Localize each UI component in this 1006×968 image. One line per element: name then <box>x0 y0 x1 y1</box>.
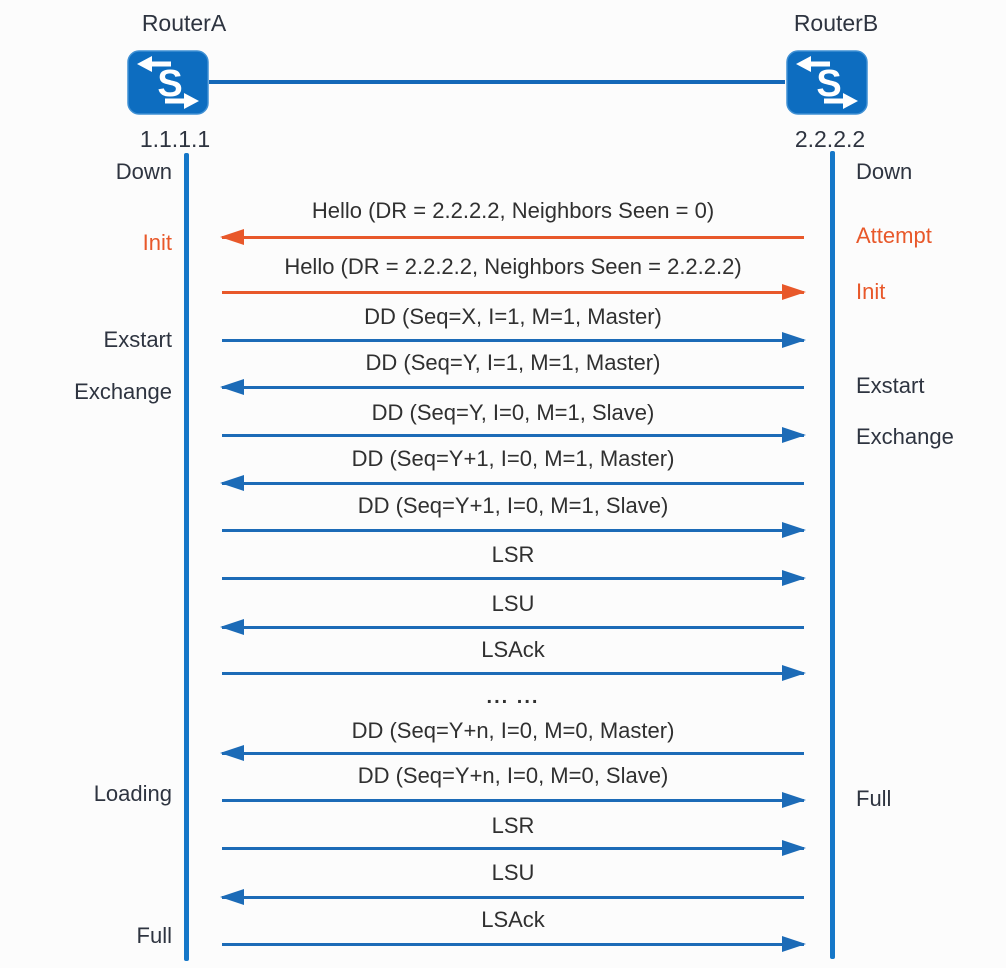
arrow-shaft <box>222 672 804 675</box>
arrow-shaft <box>222 386 804 389</box>
message-label: LSAck <box>481 637 545 662</box>
arrow-shaft <box>222 482 804 485</box>
state-label-left-exstart: Exstart <box>103 327 172 352</box>
state-label-left-down: Down <box>115 159 172 184</box>
svg-text:S: S <box>816 63 841 105</box>
message-label: Hello (DR = 2.2.2.2, Neighbors Seen = 2.… <box>284 254 742 279</box>
message-arrow-right <box>220 839 806 858</box>
message-label: LSU <box>491 860 535 885</box>
message-label: LSU <box>491 591 535 616</box>
router-b-ip: 2.2.2.2 <box>794 126 866 152</box>
arrow-shaft <box>222 626 804 629</box>
state-label-right-attempt: Attempt <box>856 223 932 248</box>
message-arrow-left <box>220 378 806 397</box>
arrow-shaft <box>222 434 804 437</box>
router-b-name: RouterB <box>793 10 879 36</box>
arrow-head <box>782 840 806 856</box>
message-label: DD (Seq=X, I=1, M=1, Master) <box>364 304 662 329</box>
message-label: DD (Seq=Y+1, I=0, M=1, Master) <box>351 446 675 471</box>
message-label: LSAck <box>481 907 545 932</box>
arrow-head <box>220 379 244 395</box>
lifeline-router-b <box>830 151 835 959</box>
arrow-head <box>220 229 244 245</box>
message-label: Hello (DR = 2.2.2.2, Neighbors Seen = 0) <box>311 198 715 223</box>
message-arrow-right <box>220 283 806 302</box>
arrow-head <box>782 427 806 443</box>
lifeline-router-a <box>184 153 189 961</box>
message-label: DD (Seq=Y+1, I=0, M=1, Slave) <box>357 493 669 518</box>
message-arrow-right <box>220 569 806 588</box>
arrow-shaft <box>222 943 804 946</box>
message-arrow-right <box>220 331 806 350</box>
arrow-shaft <box>222 577 804 580</box>
arrow-shaft <box>222 236 804 239</box>
message-arrow-right <box>220 791 806 810</box>
arrow-head <box>782 284 806 300</box>
state-label-right-exchange: Exchange <box>856 424 954 449</box>
state-label-right-full: Full <box>856 786 892 811</box>
message-ellipsis: ... ... <box>486 686 540 708</box>
switch-icon: S <box>786 50 868 115</box>
router-link-line <box>209 80 785 84</box>
message-label: LSR <box>491 813 535 838</box>
message-arrow-left <box>220 474 806 493</box>
state-label-left-loading: Loading <box>93 781 172 806</box>
message-label: DD (Seq=Y, I=0, M=1, Slave) <box>371 400 655 425</box>
message-arrow-right <box>220 935 806 954</box>
router-a-ip: 1.1.1.1 <box>139 126 211 152</box>
router-a-name: RouterA <box>141 10 227 36</box>
arrow-head <box>782 570 806 586</box>
message-label: DD (Seq=Y+n, I=0, M=0, Slave) <box>357 763 669 788</box>
state-label-right-down: Down <box>856 159 913 184</box>
state-label-right-exstart: Exstart <box>856 373 925 398</box>
arrow-shaft <box>222 291 804 294</box>
arrow-head <box>782 332 806 348</box>
switch-icon: S <box>127 50 209 115</box>
arrow-shaft <box>222 896 804 899</box>
state-label-left-exchange: Exchange <box>74 379 172 404</box>
message-arrow-left <box>220 618 806 637</box>
arrow-head <box>782 792 806 808</box>
svg-text:S: S <box>157 63 182 105</box>
message-label: DD (Seq=Y, I=1, M=1, Master) <box>365 350 661 375</box>
message-label: DD (Seq=Y+n, I=0, M=0, Master) <box>351 718 675 743</box>
arrow-head <box>782 522 806 538</box>
state-label-left-init: Init <box>142 230 172 255</box>
message-arrow-left <box>220 228 806 247</box>
state-label-left-full: Full <box>136 923 172 948</box>
arrow-shaft <box>222 529 804 532</box>
message-label: LSR <box>491 542 535 567</box>
message-arrow-right <box>220 426 806 445</box>
arrow-shaft <box>222 799 804 802</box>
arrow-head <box>220 889 244 905</box>
arrow-shaft <box>222 339 804 342</box>
arrow-head <box>782 936 806 952</box>
arrow-shaft <box>222 752 804 755</box>
message-arrow-right <box>220 664 806 683</box>
message-arrow-right <box>220 521 806 540</box>
arrow-head <box>782 665 806 681</box>
arrow-head <box>220 475 244 491</box>
state-label-right-init: Init <box>856 279 886 304</box>
message-arrow-left <box>220 888 806 907</box>
arrow-shaft <box>222 847 804 850</box>
arrow-head <box>220 619 244 635</box>
message-arrow-left <box>220 744 806 763</box>
arrow-head <box>220 745 244 761</box>
